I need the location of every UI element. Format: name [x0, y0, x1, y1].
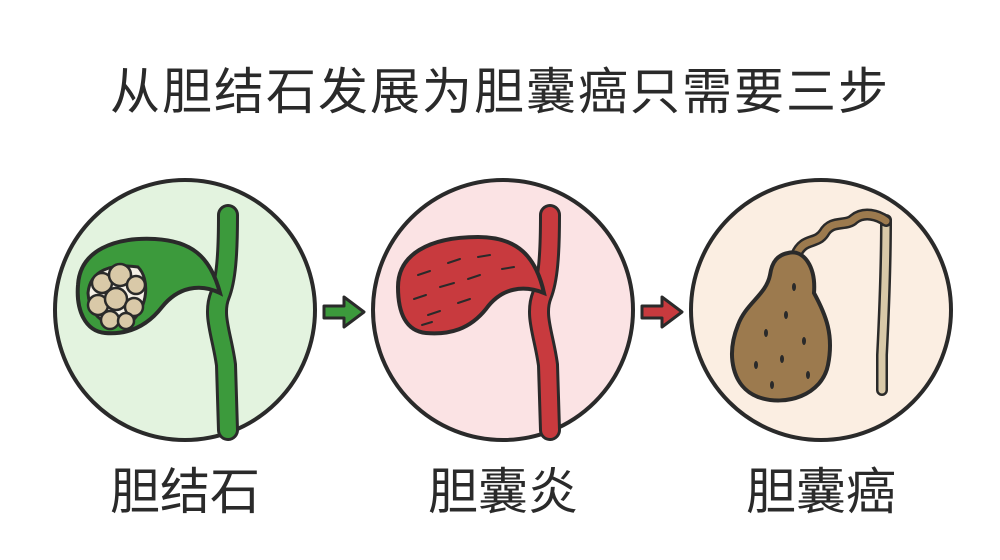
stage-gallbladder-cancer-illustration — [686, 175, 956, 445]
stage-gallstone-illustration — [50, 175, 320, 445]
stage-label-gallstone: 胆结石 — [110, 463, 260, 521]
stage-label-cholecystitis: 胆囊炎 — [428, 463, 578, 521]
cancerous-gallbladder-icon — [689, 178, 953, 442]
arrow-right-icon — [640, 295, 684, 329]
stage-cholecystitis-illustration — [368, 175, 638, 445]
arrow-right-icon — [322, 295, 366, 329]
gallstone-gallbladder-icon — [53, 178, 317, 442]
stage-label-gallbladder-cancer: 胆囊癌 — [746, 463, 896, 521]
inflamed-gallbladder-icon — [371, 178, 635, 442]
page-title: 从胆结石发展为胆囊癌只需要三步 — [110, 63, 890, 121]
